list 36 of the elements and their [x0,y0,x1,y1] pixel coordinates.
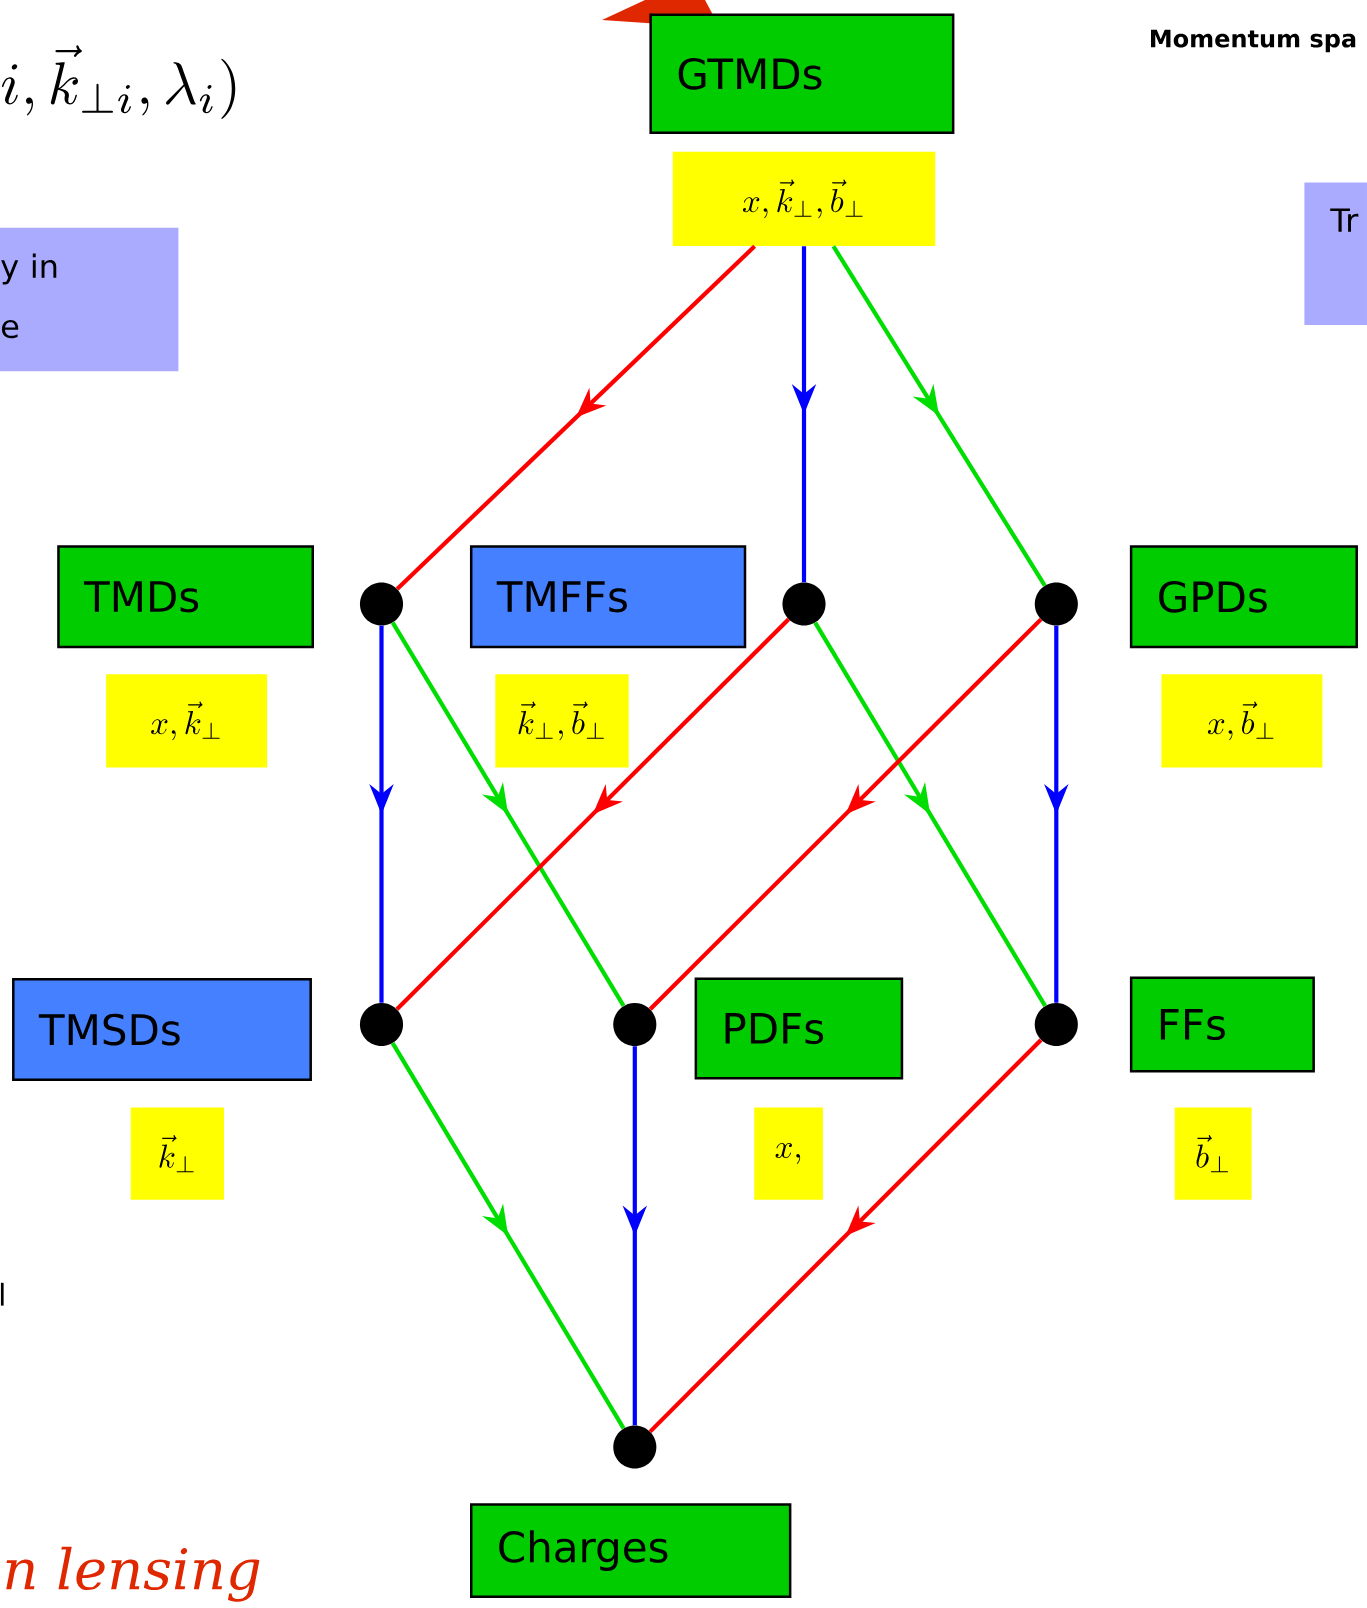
arrow [395,617,791,1011]
formula: $i, \vec{k}_{\perp i}, \lambda_i)$ [1,45,236,119]
junction-dot [359,1002,404,1047]
category-box: GTMDs [649,13,955,134]
category-box: TMSDs [12,978,312,1082]
text-fragment: l [0,1282,4,1306]
junction-dot [1034,582,1078,626]
category-box: PDFs [694,977,904,1080]
arrow [831,245,1047,587]
variable-box: $x, \vec{b}_\perp$ [1161,674,1323,768]
arrow [395,244,757,591]
arrow [390,621,626,1007]
category-box: GPDs [1129,545,1358,649]
category-box: Charges [470,1503,792,1598]
arrow [813,621,1047,1007]
category-box: TMFFs [469,545,747,649]
arrow [648,1038,1043,1434]
arrow [390,1042,626,1430]
variable-box: $\vec{k}_\perp$ [130,1107,225,1200]
note-box: Tr [1304,182,1367,326]
junction-dot [782,582,826,626]
category-box: FFs [1129,976,1315,1073]
junction-dot [613,1002,657,1047]
variable-box: $x,$ [754,1107,823,1200]
variable-box: $x, \vec{k}_\perp, \vec{b}_\perp$ [672,151,936,247]
junction-dot [1034,1002,1078,1047]
variable-box: $\vec{b}_\perp$ [1174,1107,1252,1200]
junction-dot [613,1425,657,1469]
variable-box: $x, \vec{k}_\perp$ [106,674,268,768]
heading: Momentum spa [1151,29,1356,53]
category-box: TMDs [57,545,314,649]
variable-box: $\vec{k}_\perp, \vec{b}_\perp$ [495,674,629,768]
arrow [648,617,1043,1011]
note-box: y in e [0,227,179,372]
script-text: n lensing [6,1546,260,1602]
junction-dot [359,582,404,626]
